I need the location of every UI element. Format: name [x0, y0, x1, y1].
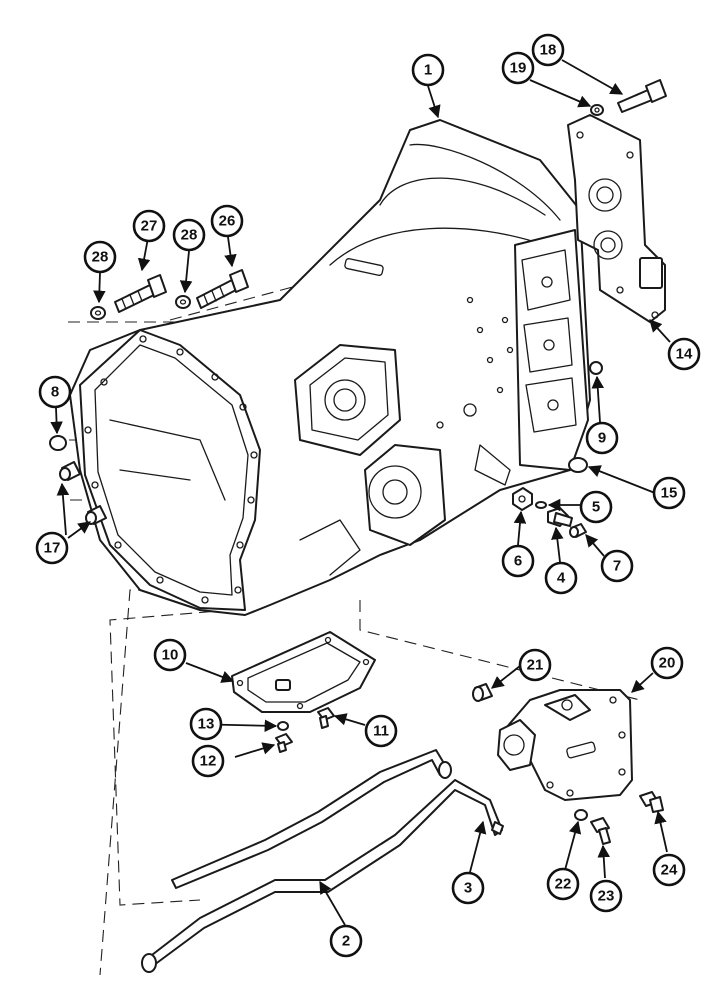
- callout-10-label: 10: [162, 647, 179, 664]
- callout-8-label: 8: [51, 384, 59, 401]
- plug-15: [568, 457, 588, 473]
- rear-cover-plate: [567, 114, 666, 323]
- flange-bolt-holes: [84, 335, 258, 604]
- callout-15: 15: [652, 476, 686, 510]
- callout-23-label: 23: [598, 888, 615, 905]
- washer-28-left: [90, 306, 106, 320]
- callout-11-label: 11: [373, 723, 389, 740]
- callout-2: 2: [329, 924, 363, 958]
- callout-17: 17: [35, 531, 69, 565]
- bolt-26: [196, 269, 249, 309]
- callout-14-label: 14: [676, 346, 693, 363]
- callout-1: 1: [411, 53, 445, 87]
- callout-3: 3: [451, 871, 485, 905]
- washer-19: [590, 104, 604, 116]
- callout-11: 11: [364, 714, 398, 748]
- callout-12: 12: [191, 744, 225, 778]
- leader-lines: [50, 59, 671, 926]
- callout-14: 14: [667, 337, 701, 371]
- tube-3: [171, 749, 504, 889]
- callout-5: 5: [579, 490, 613, 524]
- callout-7-label: 7: [613, 558, 621, 575]
- callout-12-label: 12: [200, 753, 217, 770]
- washer-13: [277, 721, 289, 731]
- dowel-17-upper: [59, 461, 81, 481]
- callout-21: 21: [518, 648, 552, 682]
- callout-22-label: 22: [555, 876, 572, 893]
- callout-4-label: 4: [557, 570, 566, 587]
- callout-28-right-label: 28: [181, 227, 198, 244]
- bolt-27: [114, 274, 167, 313]
- callout-3-label: 3: [464, 880, 472, 897]
- callout-28-left-label: 28: [92, 249, 109, 266]
- callout-28-right: 28: [172, 218, 206, 252]
- callout-27: 27: [132, 209, 166, 243]
- bolt-12: [275, 733, 293, 753]
- callout-19-label: 19: [510, 60, 527, 77]
- callout-2-label: 2: [342, 933, 350, 950]
- washer-28-right: [175, 295, 191, 309]
- fitting-4: [547, 507, 573, 527]
- bolt-23: [590, 817, 611, 845]
- callout-8: 8: [38, 375, 72, 409]
- bracket-20: [497, 689, 633, 801]
- callout-5-label: 5: [592, 499, 600, 516]
- callout-26-label: 26: [219, 213, 236, 230]
- nut-6: [512, 487, 533, 511]
- callout-24: 24: [652, 853, 686, 887]
- dowel-17-lower: [85, 505, 107, 525]
- callout-13-label: 13: [198, 716, 215, 733]
- valve-block-ribs: [521, 249, 577, 433]
- callout-18: 18: [531, 33, 565, 67]
- bolt-24: [639, 791, 664, 813]
- callout-19: 19: [501, 51, 535, 85]
- cover-10: [231, 631, 376, 713]
- callout-9: 9: [585, 421, 619, 455]
- callout-4: 4: [544, 561, 578, 595]
- callout-28-left: 28: [83, 240, 117, 274]
- callout-18-label: 18: [540, 42, 557, 59]
- plug-8: [49, 435, 67, 451]
- tube-2: [141, 779, 503, 973]
- callout-10: 10: [153, 638, 187, 672]
- callout-26: 26: [210, 204, 244, 238]
- ball-9: [589, 361, 603, 375]
- callout-23: 23: [589, 879, 623, 913]
- bolt-18: [617, 79, 667, 113]
- callout-17-label: 17: [44, 540, 61, 557]
- callout-20-label: 20: [659, 655, 676, 672]
- callout-6: 6: [501, 544, 535, 578]
- callout-9-label: 9: [598, 430, 606, 447]
- dowel-21: [472, 683, 493, 702]
- oring-5: [535, 501, 547, 509]
- callout-20: 20: [650, 646, 684, 680]
- callout-1-label: 1: [424, 62, 432, 79]
- callout-22: 22: [546, 867, 580, 901]
- callout-13: 13: [189, 707, 223, 741]
- callout-27-label: 27: [141, 218, 158, 235]
- callout-24-label: 24: [661, 862, 678, 879]
- callout-15-label: 15: [661, 485, 678, 502]
- bolt-11: [317, 707, 335, 729]
- callout-7: 7: [600, 549, 634, 583]
- side-bolt-holes: [436, 296, 514, 429]
- callout-21-label: 21: [527, 657, 544, 674]
- washer-22: [574, 809, 588, 821]
- plug-7: [569, 523, 587, 538]
- transmission-housing: [69, 119, 591, 616]
- callout-6-label: 6: [514, 553, 522, 570]
